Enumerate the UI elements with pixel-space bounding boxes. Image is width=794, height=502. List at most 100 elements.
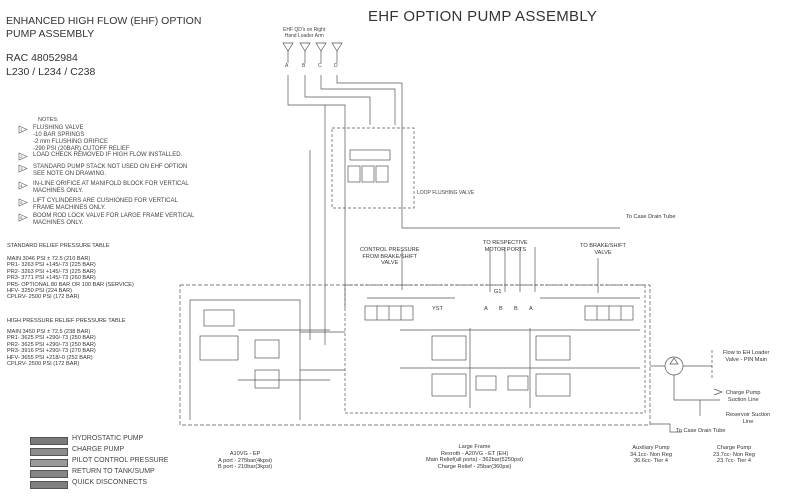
note-number: 2 [20,154,23,159]
note-number: 3 [20,166,23,171]
case-drain-lower-label: To Case Drain Tube [676,428,726,434]
note-line: IN-LINE ORIFICE AT MANIFOLD BLOCK FOR VE… [33,181,189,187]
note-line: STANDARD PUMP STACK NOT USED ON EHF OPTI… [33,164,188,170]
table-row: PR2- 3625 PSI +290/-73 (250 BAR) [7,341,96,348]
table-row: MAIN 3450 PSI ± 72.5 (238 BAR) [7,329,91,335]
note-number-icon: 4 [18,181,28,190]
note-text: BOOM ROD LOCK VALVE FOR LARGE FRAME VERT… [33,213,194,227]
legend-swatch [30,459,68,467]
note-line: LOAD CHECK REMOVED IF HIGH FLOW INSTALLE… [33,152,183,158]
legend-label: RETURN TO TANK/SUMP [72,468,155,475]
large-frame-spec: Large Frame Rexroth - A20VG - ET (EH) Ma… [426,444,524,470]
charge-pump-suction-label: Charge Pump Suction Line [726,390,761,403]
page-title: EHF OPTION PUMP ASSEMBLY [368,8,598,25]
header-line-2: PUMP ASSEMBLY [6,28,95,40]
legend-label: QUICK DISCONNECTS [72,479,148,486]
table-row: CPLRV- 2500 PSI (172 BAR) [7,361,80,368]
note-line: SEE NOTE ON DRAWING. [33,171,107,177]
legend-swatch [30,481,68,489]
charge-pump-icon [664,356,684,376]
a10vg-spec: A10VG - EP A port - 275bar(4kpsi) B port… [218,451,273,471]
note-number: 5 [20,200,23,205]
case-drain-upper-label: To Case Drain Tube [626,214,676,220]
header-block: ENHANCED HIGH FLOW (EHF) OPTION PUMP ASS… [6,15,201,41]
brake-shift-label: TO BRAKE/SHIFT VALVE [580,243,626,256]
note-text: LIFT CYLINDERS ARE CUSHIONED FOR VERTICA… [33,198,178,212]
legend-swatch [30,470,68,478]
note-item: 2 LOAD CHECK REMOVED IF HIGH FLOW INSTALL… [18,152,182,161]
note-text: FLUSHING VALVE-10 BAR SPRINGS-2 mm FLUSH… [33,125,130,153]
note-line: BOOM ROD LOCK VALVE FOR LARGE FRAME VERT… [33,213,195,219]
table-row: HFV- 3250 PSI (224 BAR) [7,288,72,295]
table-row: HFV- 3655 PSI +218/-0 (252 BAR) [7,354,93,361]
legend-swatch [30,437,68,445]
note-line: FLUSHING VALVE [33,125,84,131]
note-line: MACHINES ONLY. [33,188,84,194]
table-row: MAIN 3046 PSI ± 72.5 (210 BAR) [7,256,91,262]
table-row: PR2- 3263 PSI +145/-73 (225 BAR) [7,268,96,275]
note-text: LOAD CHECK REMOVED IF HIGH FLOW INSTALLE… [33,152,182,159]
note-line: -10 BAR SPRINGS [33,132,85,138]
table-row: PR5- OPTIONAL 80 BAR OR 100 BAR (SERVICE… [7,281,134,288]
note-line: -290 PSI (20BAR) CUTOFF RELIEF [33,146,130,152]
table-row: PR1- 3263 PSI +145/-73 (225 BAR) [7,262,96,269]
quick-disconnect-icons [282,42,403,125]
table-row: PR3- 3916 PSI +290/-73 (270 BAR) [7,348,96,355]
table-row: PR3- 3771 PSI +145/-73 (260 BAR) [7,275,96,282]
note-number-icon: 3 [18,164,28,173]
port-letter: B [514,306,518,312]
note-item: 4 IN-LINE ORIFICE AT MANIFOLD BLOCK FOR V… [18,181,189,195]
note-line: MACHINES ONLY. [33,220,84,226]
standard-relief-table: MAIN 3046 PSI ± 72.5 (210 BAR) PR1- 3263… [7,256,134,301]
note-number: 6 [20,215,23,220]
note-item: 5 LIFT CYLINDERS ARE CUSHIONED FOR VERTIC… [18,198,178,212]
legend-label: CHARGE PUMP [72,446,125,453]
high-relief-heading: HIGH PRESSURE RELIEF PRESSURE TABLE [7,318,126,324]
note-number: 4 [20,183,23,188]
note-line: FRAME MACHINES ONLY. [33,205,106,211]
pump-assembly-frame [179,284,651,426]
standard-relief-heading: STANDARD RELIEF PRESSURE TABLE [7,243,110,249]
flow-to-loader-label: Flow to EH Loader Valve - PIN Main [723,350,770,363]
control-pressure-label: CONTROL PRESSURE FROM BRAKE/SHIFT VALVE [360,247,420,267]
note-text: STANDARD PUMP STACK NOT USED ON EHF OPTI… [33,164,187,178]
legend-swatch [30,448,68,456]
legend-label: HYDROSTATIC PUMP [72,435,144,442]
qd-port-c: C [318,63,322,69]
note-number-icon: 1 [18,125,28,134]
reservoir-suction-label: Reservoir Suction Line [726,412,771,425]
notes-heading: NOTES: [38,117,59,123]
auxiliary-pump-spec: Auxiliary Pump 34.1cc- Non Reg 36.6cc- T… [630,445,672,465]
port-letter: A [484,306,488,312]
high-relief-table: MAIN 3450 PSI ± 72.5 (238 BAR) PR1- 3625… [7,329,96,367]
qd-port-b: B [302,63,306,69]
header-line-1: ENHANCED HIGH FLOW (EHF) OPTION [6,15,202,27]
part-number: RAC 48052984 [6,52,78,64]
yst-label: YST [432,306,443,312]
note-item: 1 FLUSHING VALVE-10 BAR SPRINGS-2 mm FLUS… [18,125,130,153]
note-number-icon: 2 [18,152,28,161]
table-row: PR1- 3625 PSI +290/-73 (250 BAR) [7,335,96,342]
note-number: 1 [20,127,23,132]
loop-flushing-valve-label: LOOP FLUSHING VALVE [417,190,475,196]
note-number-icon: 5 [18,198,28,207]
charge-pump-spec: Charge Pump 23.7cc- Non Reg 23.7cc- Tier… [713,445,755,465]
ehf-qd-label: EHF QD's on Right Hand Loader Arm [283,27,326,39]
loop-flushing-valve-box [331,127,415,209]
note-text: IN-LINE ORIFICE AT MANIFOLD BLOCK FOR VE… [33,181,189,195]
port-letter: B [499,306,503,312]
note-line: LIFT CYLINDERS ARE CUSHIONED FOR VERTICA… [33,198,178,204]
table-row: CPLRV- 2500 PSI (172 BAR) [7,294,80,301]
note-number-icon: 6 [18,213,28,222]
g1-label: G1 [494,289,502,295]
note-line: -2 mm FLUSHING ORIFICE [33,139,109,145]
legend-label: PILOT CONTROL PRESSURE [72,457,169,464]
qd-port-d: D [334,63,338,69]
respective-motor-label: TO RESPECTIVE MOTOR PORTS [483,240,528,253]
port-letter: A [529,306,533,312]
note-item: 3 STANDARD PUMP STACK NOT USED ON EHF OPT… [18,164,187,178]
note-item: 6 BOOM ROD LOCK VALVE FOR LARGE FRAME VER… [18,213,194,227]
qd-port-a: A [285,63,289,69]
models: L230 / L234 / C238 [6,66,96,78]
